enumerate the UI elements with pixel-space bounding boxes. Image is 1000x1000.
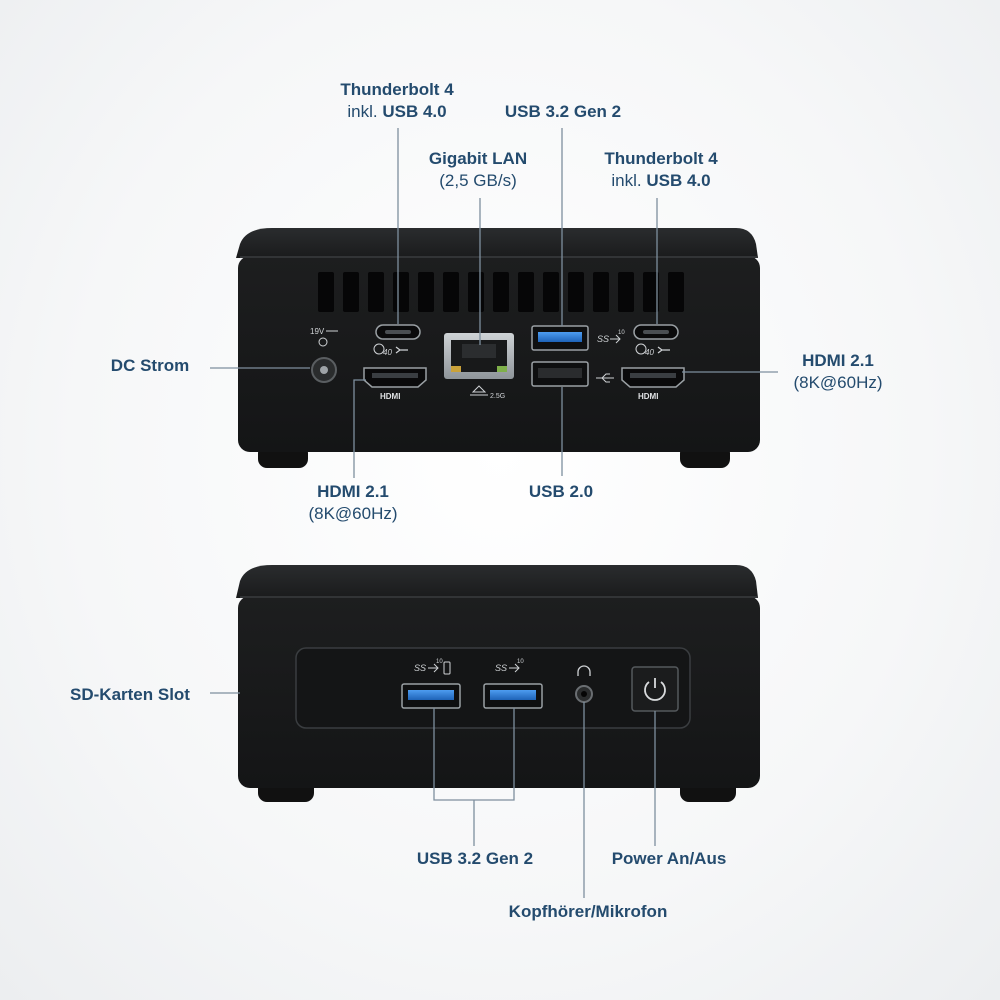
label-text: USB 4.0	[382, 102, 447, 121]
usb-icon	[428, 663, 439, 673]
label-text: USB 2.0	[528, 482, 594, 501]
label-usb32-top: USB 3.2 Gen 2	[488, 101, 638, 123]
label-text: Thunderbolt 4	[340, 80, 454, 99]
tb40-mark: 40	[383, 348, 392, 357]
ss10-superscript-front-2: 10	[517, 659, 524, 665]
label-usb32-front: USB 3.2 Gen 2	[400, 848, 550, 870]
front-device: SS 10 SS 10	[236, 565, 760, 802]
label-thunderbolt4-left: Thunderbolt 4 inkl. USB 4.0	[322, 79, 472, 123]
label-text: inkl.	[611, 171, 647, 190]
label-text: USB 3.2 Gen 2	[504, 102, 622, 121]
ss10-superscript-back: 10	[618, 330, 625, 336]
label-text: HDMI 2.1	[802, 351, 874, 370]
label-thunderbolt4-right: Thunderbolt 4 inkl. USB 4.0	[586, 148, 736, 192]
label-text: USB 4.0	[646, 171, 711, 190]
label-text: inkl.	[347, 102, 383, 121]
label-dc-strom: DC Strom	[100, 355, 200, 377]
dc-voltage-mark: 19V	[310, 327, 325, 336]
back-device: 19V 40 HDMI 2.5G SS 10	[236, 228, 760, 468]
label-hdmi-right: HDMI 2.1 (8K@60Hz)	[778, 350, 898, 394]
label-text: HDMI 2.1	[317, 482, 389, 501]
label-usb20: USB 2.0	[506, 481, 616, 503]
dc-polarity-icon	[318, 337, 328, 347]
label-hdmi-left: HDMI 2.1 (8K@60Hz)	[293, 481, 413, 525]
thunderbolt-icon	[657, 346, 670, 354]
usb-trident-icon	[596, 373, 614, 383]
leader-lines-front	[210, 692, 656, 898]
ss10-mark-front-2: SS	[495, 663, 507, 673]
network-icon	[470, 385, 488, 396]
label-text: (2,5 GB/s)	[439, 171, 517, 190]
label-text: Thunderbolt 4	[604, 149, 718, 168]
ss10-mark-back: SS	[597, 334, 609, 344]
label-text: (8K@60Hz)	[308, 504, 398, 523]
label-kopfhoerer-mikrofon: Kopfhörer/Mikrofon	[488, 901, 688, 923]
label-text: DC Strom	[110, 356, 190, 375]
hdmi-logo-left: HDMI	[380, 392, 400, 401]
power-button[interactable]	[631, 666, 679, 712]
headset-icon	[577, 665, 591, 676]
leader-lines-back	[210, 128, 778, 478]
ss10-mark-front-1: SS	[414, 663, 426, 673]
label-power: Power An/Aus	[594, 848, 744, 870]
hdmi-logo-right: HDMI	[638, 392, 658, 401]
device-lid	[236, 565, 758, 598]
label-gigabit-lan: Gigabit LAN (2,5 GB/s)	[408, 148, 548, 192]
tb40-mark-right: 40	[645, 348, 654, 357]
label-text: Gigabit LAN	[428, 149, 528, 168]
label-sd-karten-slot: SD-Karten Slot	[55, 684, 205, 706]
label-text: (8K@60Hz)	[793, 373, 883, 392]
label-text: Power An/Aus	[611, 849, 727, 868]
label-text: SD-Karten Slot	[70, 685, 190, 704]
thunderbolt-icon	[395, 346, 408, 354]
vent-grille	[318, 272, 684, 312]
label-text: USB 3.2 Gen 2	[416, 849, 534, 868]
ss10-superscript-front-1: 10	[436, 659, 443, 665]
device-lid	[236, 228, 758, 258]
usb-icon	[610, 334, 621, 344]
power-icon	[644, 678, 666, 701]
lan-speed-mark: 2.5G	[490, 393, 505, 400]
battery-charge-icon	[443, 661, 451, 675]
usb-icon	[509, 663, 520, 673]
label-text: Kopfhörer/Mikrofon	[508, 902, 668, 921]
